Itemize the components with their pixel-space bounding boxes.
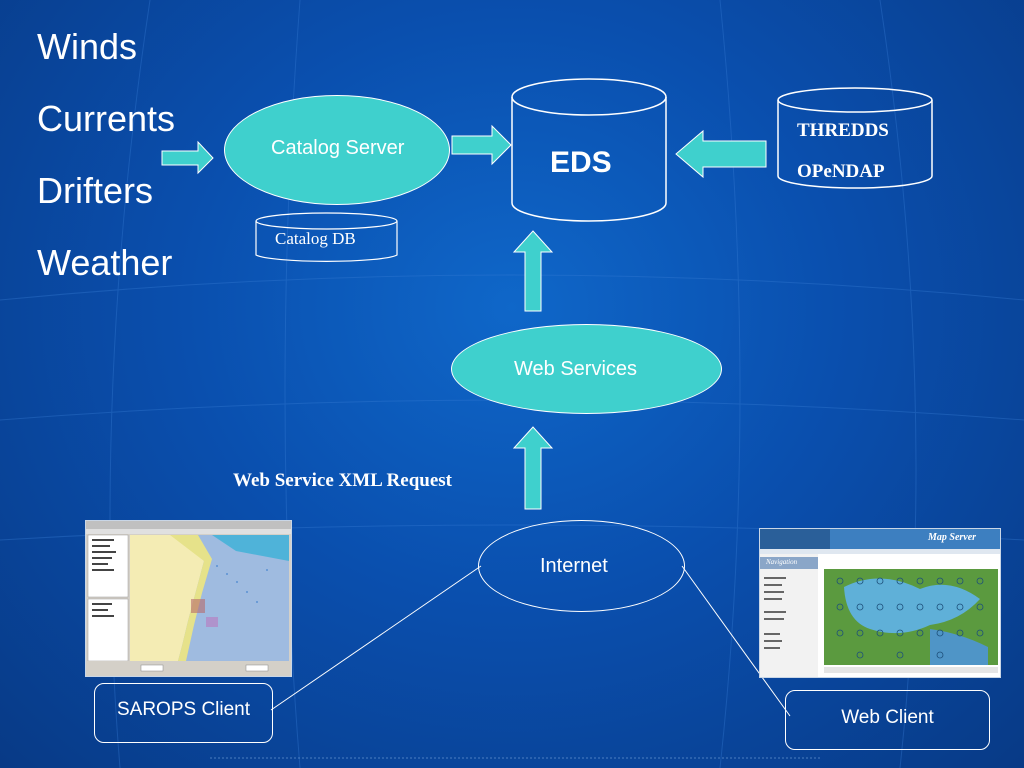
web-services-node xyxy=(451,324,722,414)
eds-cylinder xyxy=(511,78,667,222)
xml-request-label: Web Service XML Request xyxy=(233,470,453,491)
thredds-label: THREDDS xyxy=(797,120,889,141)
thredds-cylinder xyxy=(777,87,933,189)
arrow-catalog-to-eds xyxy=(451,124,512,166)
data-type-drifters: Drifters xyxy=(37,170,153,211)
eds-label: EDS xyxy=(550,146,612,179)
map-server-title: Map Server xyxy=(928,532,977,543)
opendap-label: OPeNDAP xyxy=(797,161,885,182)
arrow-internet-to-webservices xyxy=(512,426,554,510)
line-internet-to-webclient xyxy=(681,565,791,717)
catalog-server-node xyxy=(224,95,450,205)
internet-label: Internet xyxy=(540,555,608,577)
catalog-db-label: Catalog DB xyxy=(275,229,356,248)
web-client-box: Web Client xyxy=(785,690,990,750)
catalog-db-cylinder xyxy=(255,212,398,262)
arrow-thredds-to-eds xyxy=(675,129,767,179)
line-sarops-to-internet xyxy=(270,565,482,711)
arrow-webservices-to-eds xyxy=(512,230,554,312)
sarops-client-label: SAROPS Client xyxy=(116,699,251,720)
map-server-navigation-label: Navigation xyxy=(766,558,798,566)
arrow-data-to-catalog xyxy=(161,140,214,175)
sarops-screenshot xyxy=(85,520,292,677)
map-server-screenshot: Map Server Navigation xyxy=(759,528,1001,678)
data-type-currents: Currents xyxy=(37,98,176,139)
web-client-label: Web Client xyxy=(841,707,934,728)
sarops-client-box: SAROPS Client xyxy=(94,683,273,743)
internet-node xyxy=(478,520,685,612)
catalog-server-label: Catalog Server xyxy=(271,137,405,159)
data-type-winds: Winds xyxy=(37,26,138,67)
data-type-weather: Weather xyxy=(37,242,173,283)
web-services-label: Web Services xyxy=(514,358,638,380)
